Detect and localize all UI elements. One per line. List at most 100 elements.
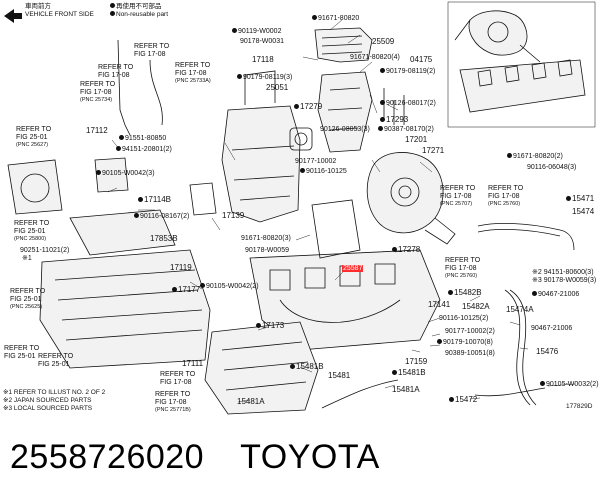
part-label[interactable]: 17173 xyxy=(256,322,284,330)
part-label[interactable]: 90105-W0032(2) xyxy=(540,381,599,389)
reuse-label-jp: 再使用不可部品 xyxy=(116,3,162,10)
part-number: 2558726020 xyxy=(10,438,205,476)
part-label[interactable]: 90126-08017(2) xyxy=(380,100,436,108)
part-label[interactable]: 91671-80820(4) xyxy=(350,54,400,61)
part-label[interactable]: 15471 xyxy=(566,195,594,203)
part-label[interactable]: 90119-W0002 xyxy=(232,28,281,36)
part-label[interactable]: ※2 94151-80600(3) xyxy=(532,269,594,276)
part-label[interactable]: 90179-08119(3) xyxy=(237,74,292,82)
egr-pipe-15481 xyxy=(321,379,399,409)
part-label[interactable]: ※3 90178-W0059(3) xyxy=(532,277,597,284)
part-label[interactable]: 91551-80850 xyxy=(119,135,166,143)
part-label[interactable]: 15481 xyxy=(328,371,351,380)
part-label[interactable]: 90105-W0042(3) xyxy=(96,170,155,178)
part-label[interactable]: 90251-11021(2) xyxy=(20,247,70,254)
brand-name: TOYOTA xyxy=(240,438,380,476)
part-label[interactable]: 15474A xyxy=(506,305,534,314)
part-label[interactable]: 25509 xyxy=(372,37,395,46)
part-label[interactable]: 90105-W0042(2) xyxy=(200,283,259,291)
note-2: ※2 JAPAN SOURCED PARTS xyxy=(3,397,92,404)
non-reusable-dot-icon xyxy=(110,3,115,8)
part-label[interactable]: 17293 xyxy=(380,116,408,124)
front-label-en: VEHICLE FRONT SIDE xyxy=(25,11,94,18)
part-label[interactable]: 17141 xyxy=(428,300,451,309)
non-reusable-dot-icon xyxy=(110,11,115,16)
highlighted-part-label[interactable]: 25587 xyxy=(342,265,364,272)
part-label[interactable]: 90178-W0031 xyxy=(240,38,284,45)
part-label[interactable]: 90126-08053(3) xyxy=(320,126,370,133)
part-label[interactable]: 15481A xyxy=(237,397,265,406)
part-label[interactable]: 15482A xyxy=(462,302,490,311)
part-label[interactable]: 15476 xyxy=(536,347,559,356)
part-label[interactable]: 91671-80820 xyxy=(312,15,359,23)
part-label[interactable]: 90116-10125 xyxy=(300,168,347,176)
part-label[interactable]: 15481B xyxy=(392,369,426,377)
part-label[interactable]: 15482B xyxy=(448,289,482,297)
part-label[interactable]: 17119 xyxy=(170,263,192,272)
gasket-17279 xyxy=(289,127,313,151)
front-label-jp: 車両前方 xyxy=(25,3,51,10)
part-label[interactable]: 15472 xyxy=(449,396,477,404)
part-label[interactable]: 15481A xyxy=(392,385,420,394)
part-label[interactable]: 15481B xyxy=(290,363,324,371)
vehicle-front-arrow-icon xyxy=(4,9,22,23)
part-label[interactable]: 17118 xyxy=(252,55,274,64)
part-label[interactable]: 91671-80820(2) xyxy=(507,153,563,161)
turbocharger xyxy=(366,152,456,245)
part-label[interactable]: 17177 xyxy=(172,286,200,294)
part-label[interactable]: 04175 xyxy=(410,55,433,64)
part-label[interactable]: 90179-08119(2) xyxy=(380,68,435,76)
part-label[interactable]: 90387-08170(2) xyxy=(378,126,434,134)
part-label[interactable]: 17139 xyxy=(222,211,245,220)
reuse-label-en: Non-reusable part xyxy=(116,11,169,18)
part-label[interactable]: 90116-06048(3) xyxy=(527,164,577,171)
part-label[interactable]: 90178-W0059 xyxy=(245,247,289,254)
part-label[interactable]: 91671-80820(3) xyxy=(241,235,291,242)
part-label[interactable]: 90179-10070(8) xyxy=(437,339,493,347)
non-reusable-legend: 再使用不可部品 Non-reusable part xyxy=(110,3,168,19)
stay-17114b xyxy=(189,182,217,216)
vehicle-front-legend: 車両前方 VEHICLE FRONT SIDE xyxy=(3,3,94,19)
leader-lines xyxy=(107,19,576,403)
part-label[interactable]: 90116-10125(2) xyxy=(439,315,489,322)
part-label[interactable]: 17159 xyxy=(405,357,428,366)
part-label[interactable]: 17853B xyxy=(150,234,178,243)
part-label[interactable]: 15474 xyxy=(572,207,595,216)
part-label[interactable]: 90467-21006 xyxy=(532,291,579,299)
part-label[interactable]: 25051 xyxy=(266,83,289,92)
catalytic-converter xyxy=(221,105,301,223)
throttle-body xyxy=(7,159,63,215)
part-label[interactable]: 17114B xyxy=(138,196,171,204)
pipe-15472 xyxy=(474,387,546,397)
part-label[interactable]: 17201 xyxy=(405,135,428,144)
note-3: ※3 LOCAL SOURCED PARTS xyxy=(3,405,93,412)
part-number-footer: 2558726020 TOYOTA xyxy=(10,437,380,477)
note-1: ※1 REFER TO ILLUST NO. 2 OF 2 xyxy=(3,389,106,396)
part-label[interactable]: 17271 xyxy=(422,146,445,155)
part-label[interactable]: 17278 xyxy=(392,246,420,254)
part-label[interactable]: 90467-21006 xyxy=(531,325,573,332)
part-label[interactable]: 17111 xyxy=(182,359,204,368)
part-label[interactable]: 94151-20801(2) xyxy=(116,146,172,154)
part-label[interactable]: 90177-10002(2) xyxy=(445,328,495,335)
part-label[interactable]: 90116-08167(2) xyxy=(134,213,189,221)
part-label[interactable]: 90177-10002 xyxy=(295,158,337,165)
part-label[interactable]: 17279 xyxy=(294,103,322,111)
part-label[interactable]: 90389-10051(8) xyxy=(445,350,495,357)
part-label[interactable]: 17112 xyxy=(86,126,108,135)
heat-insulator-mid xyxy=(317,71,373,153)
